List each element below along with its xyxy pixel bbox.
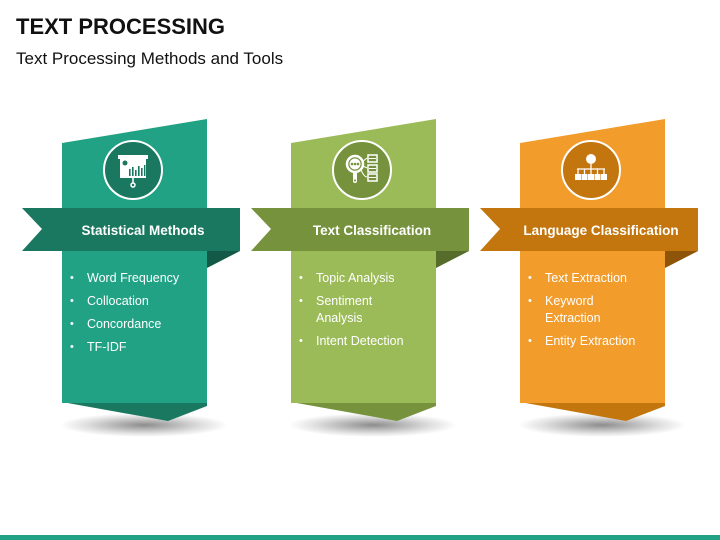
card-shape — [251, 119, 469, 437]
ribbon-fold — [665, 251, 698, 268]
card-bottom-point — [291, 402, 436, 421]
list-item: •Keyword Extraction — [528, 294, 601, 325]
item-list: •Text Extraction •Keyword Extraction •En… — [518, 270, 648, 356]
card-shadow — [518, 413, 686, 437]
card-body — [62, 119, 207, 403]
card-language-classification: Language Classification •Text Extraction… — [478, 110, 718, 450]
presentation-chart-icon — [102, 139, 164, 201]
bullet-icon: • — [528, 295, 532, 307]
bullet-icon: • — [299, 335, 303, 347]
bullet-icon: • — [299, 272, 303, 284]
page-subtitle: Text Processing Methods and Tools — [16, 49, 284, 68]
list-item: •TF-IDF — [70, 340, 127, 354]
ribbon — [480, 208, 698, 251]
list-item: •Concordance — [70, 317, 162, 331]
bullet-icon: • — [70, 318, 74, 330]
bullet-icon: • — [70, 341, 74, 353]
card-title: Statistical Methods — [81, 222, 205, 238]
list-item: •Intent Detection — [299, 334, 404, 348]
card-title: Language Classification — [523, 222, 679, 238]
bullet-icon: • — [299, 295, 303, 307]
card-text-classification: Text Classification •Topic Analysis •Sen… — [249, 110, 489, 450]
item-list: •Topic Analysis •Sentiment Analysis •Int… — [289, 270, 419, 356]
card-shadow — [289, 413, 457, 437]
list-item: •Sentiment Analysis — [299, 294, 373, 325]
page-title: TEXT PROCESSING — [16, 14, 226, 39]
ribbon — [22, 208, 240, 251]
hierarchy-tree-icon — [560, 139, 622, 201]
list-item: •Entity Extraction — [528, 334, 636, 348]
list-item: •Word Frequency — [70, 271, 180, 285]
card-shape — [480, 119, 698, 437]
ribbon — [251, 208, 469, 251]
card-statistical-methods: Statistical Methods •Word Frequency •Col… — [20, 110, 260, 450]
bullet-icon: • — [528, 272, 532, 284]
card-shape — [22, 119, 240, 437]
list-item: •Text Extraction — [528, 271, 627, 285]
magnifier-document-list-icon — [331, 139, 393, 201]
card-body — [291, 119, 436, 403]
card-body — [520, 119, 665, 403]
ribbon-fold — [207, 251, 240, 268]
list-item: •Collocation — [70, 294, 149, 308]
ribbon-fold — [436, 251, 469, 268]
bullet-icon: • — [70, 295, 74, 307]
card-bottom-point — [520, 402, 665, 421]
card-bottom-point — [62, 402, 207, 421]
bullet-icon: • — [528, 335, 532, 347]
list-item: •Topic Analysis — [299, 271, 395, 285]
bullet-icon: • — [70, 272, 74, 284]
item-list: •Word Frequency •Collocation •Concordanc… — [60, 270, 190, 362]
card-shadow — [60, 413, 228, 437]
bottom-accent-bar — [0, 535, 720, 540]
card-title: Text Classification — [312, 222, 432, 238]
